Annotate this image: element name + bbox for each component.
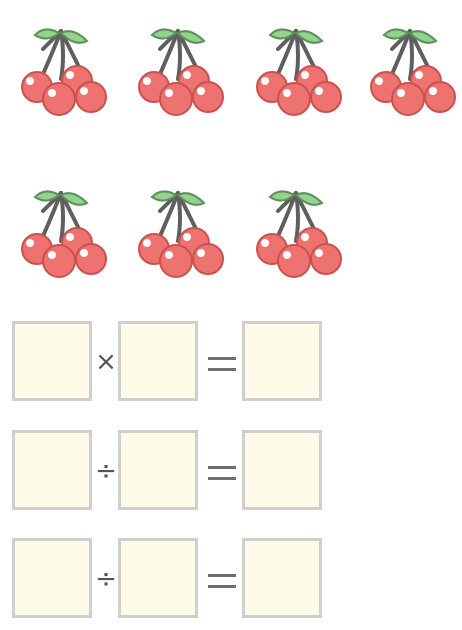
answer-box-3-b[interactable] — [118, 538, 198, 618]
answer-box-2-a[interactable] — [12, 430, 92, 510]
answer-box-2-b[interactable] — [118, 430, 198, 510]
equals-sign — [208, 357, 236, 371]
cherry-icon — [13, 25, 113, 121]
equals-sign — [208, 466, 236, 480]
equals-sign — [208, 574, 236, 588]
answer-box-1-b[interactable] — [118, 321, 198, 401]
cherry-icon — [248, 187, 348, 283]
cherry-icon — [248, 25, 348, 121]
multiply-sign: × — [95, 347, 117, 377]
answer-box-3-a[interactable] — [12, 538, 92, 618]
cherry-icon — [130, 187, 230, 283]
answer-box-1-a[interactable] — [12, 321, 92, 401]
divide-sign: ÷ — [95, 564, 117, 594]
cherry-icon — [362, 25, 462, 121]
answer-box-1-result[interactable] — [242, 321, 322, 401]
divide-sign: ÷ — [95, 456, 117, 486]
cherry-icon — [130, 25, 230, 121]
answer-box-2-result[interactable] — [242, 430, 322, 510]
answer-box-3-result[interactable] — [242, 538, 322, 618]
cherry-icon — [13, 187, 113, 283]
